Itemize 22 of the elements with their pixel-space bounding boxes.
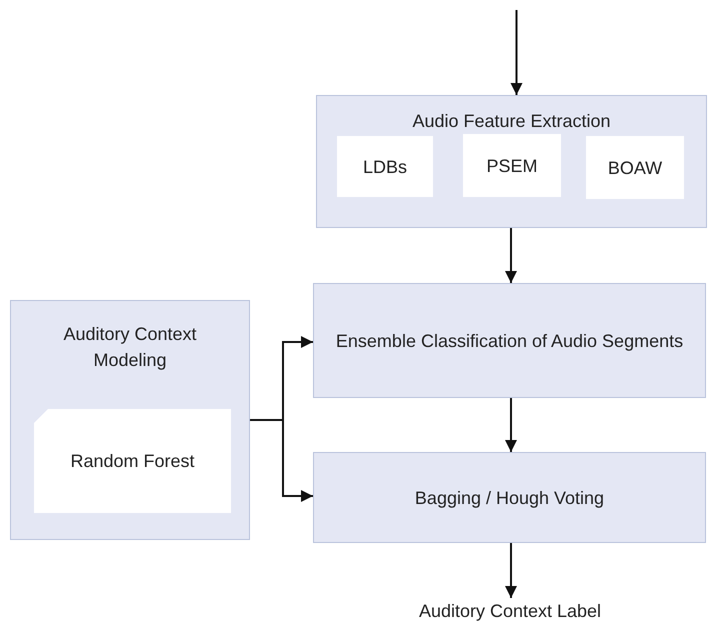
node-label: LDBs (362, 156, 408, 178)
arrow (505, 398, 517, 452)
arrow (505, 228, 517, 283)
node-label: Ensemble Classification of Audio Segments (334, 330, 684, 353)
arrow (505, 543, 517, 598)
process-box (313, 283, 706, 398)
model-box (34, 409, 231, 513)
node-label: PSEM (485, 154, 538, 178)
node-label: BOAW (606, 156, 664, 180)
arrow (510, 10, 522, 95)
arrow (250, 419, 313, 502)
process-panel (316, 95, 707, 228)
process-box (313, 452, 706, 543)
feature-box (337, 136, 433, 197)
node-label: Bagging / Hough Voting (414, 486, 606, 510)
panel-title: Auditory Context Modeling (62, 323, 198, 372)
model-panel (10, 300, 250, 540)
node-label: Auditory Context Label (418, 600, 602, 623)
feature-box (463, 134, 561, 197)
feature-box (586, 136, 684, 199)
node-label: Random Forest (69, 450, 196, 473)
panel-title: Audio Feature Extraction (411, 110, 612, 133)
